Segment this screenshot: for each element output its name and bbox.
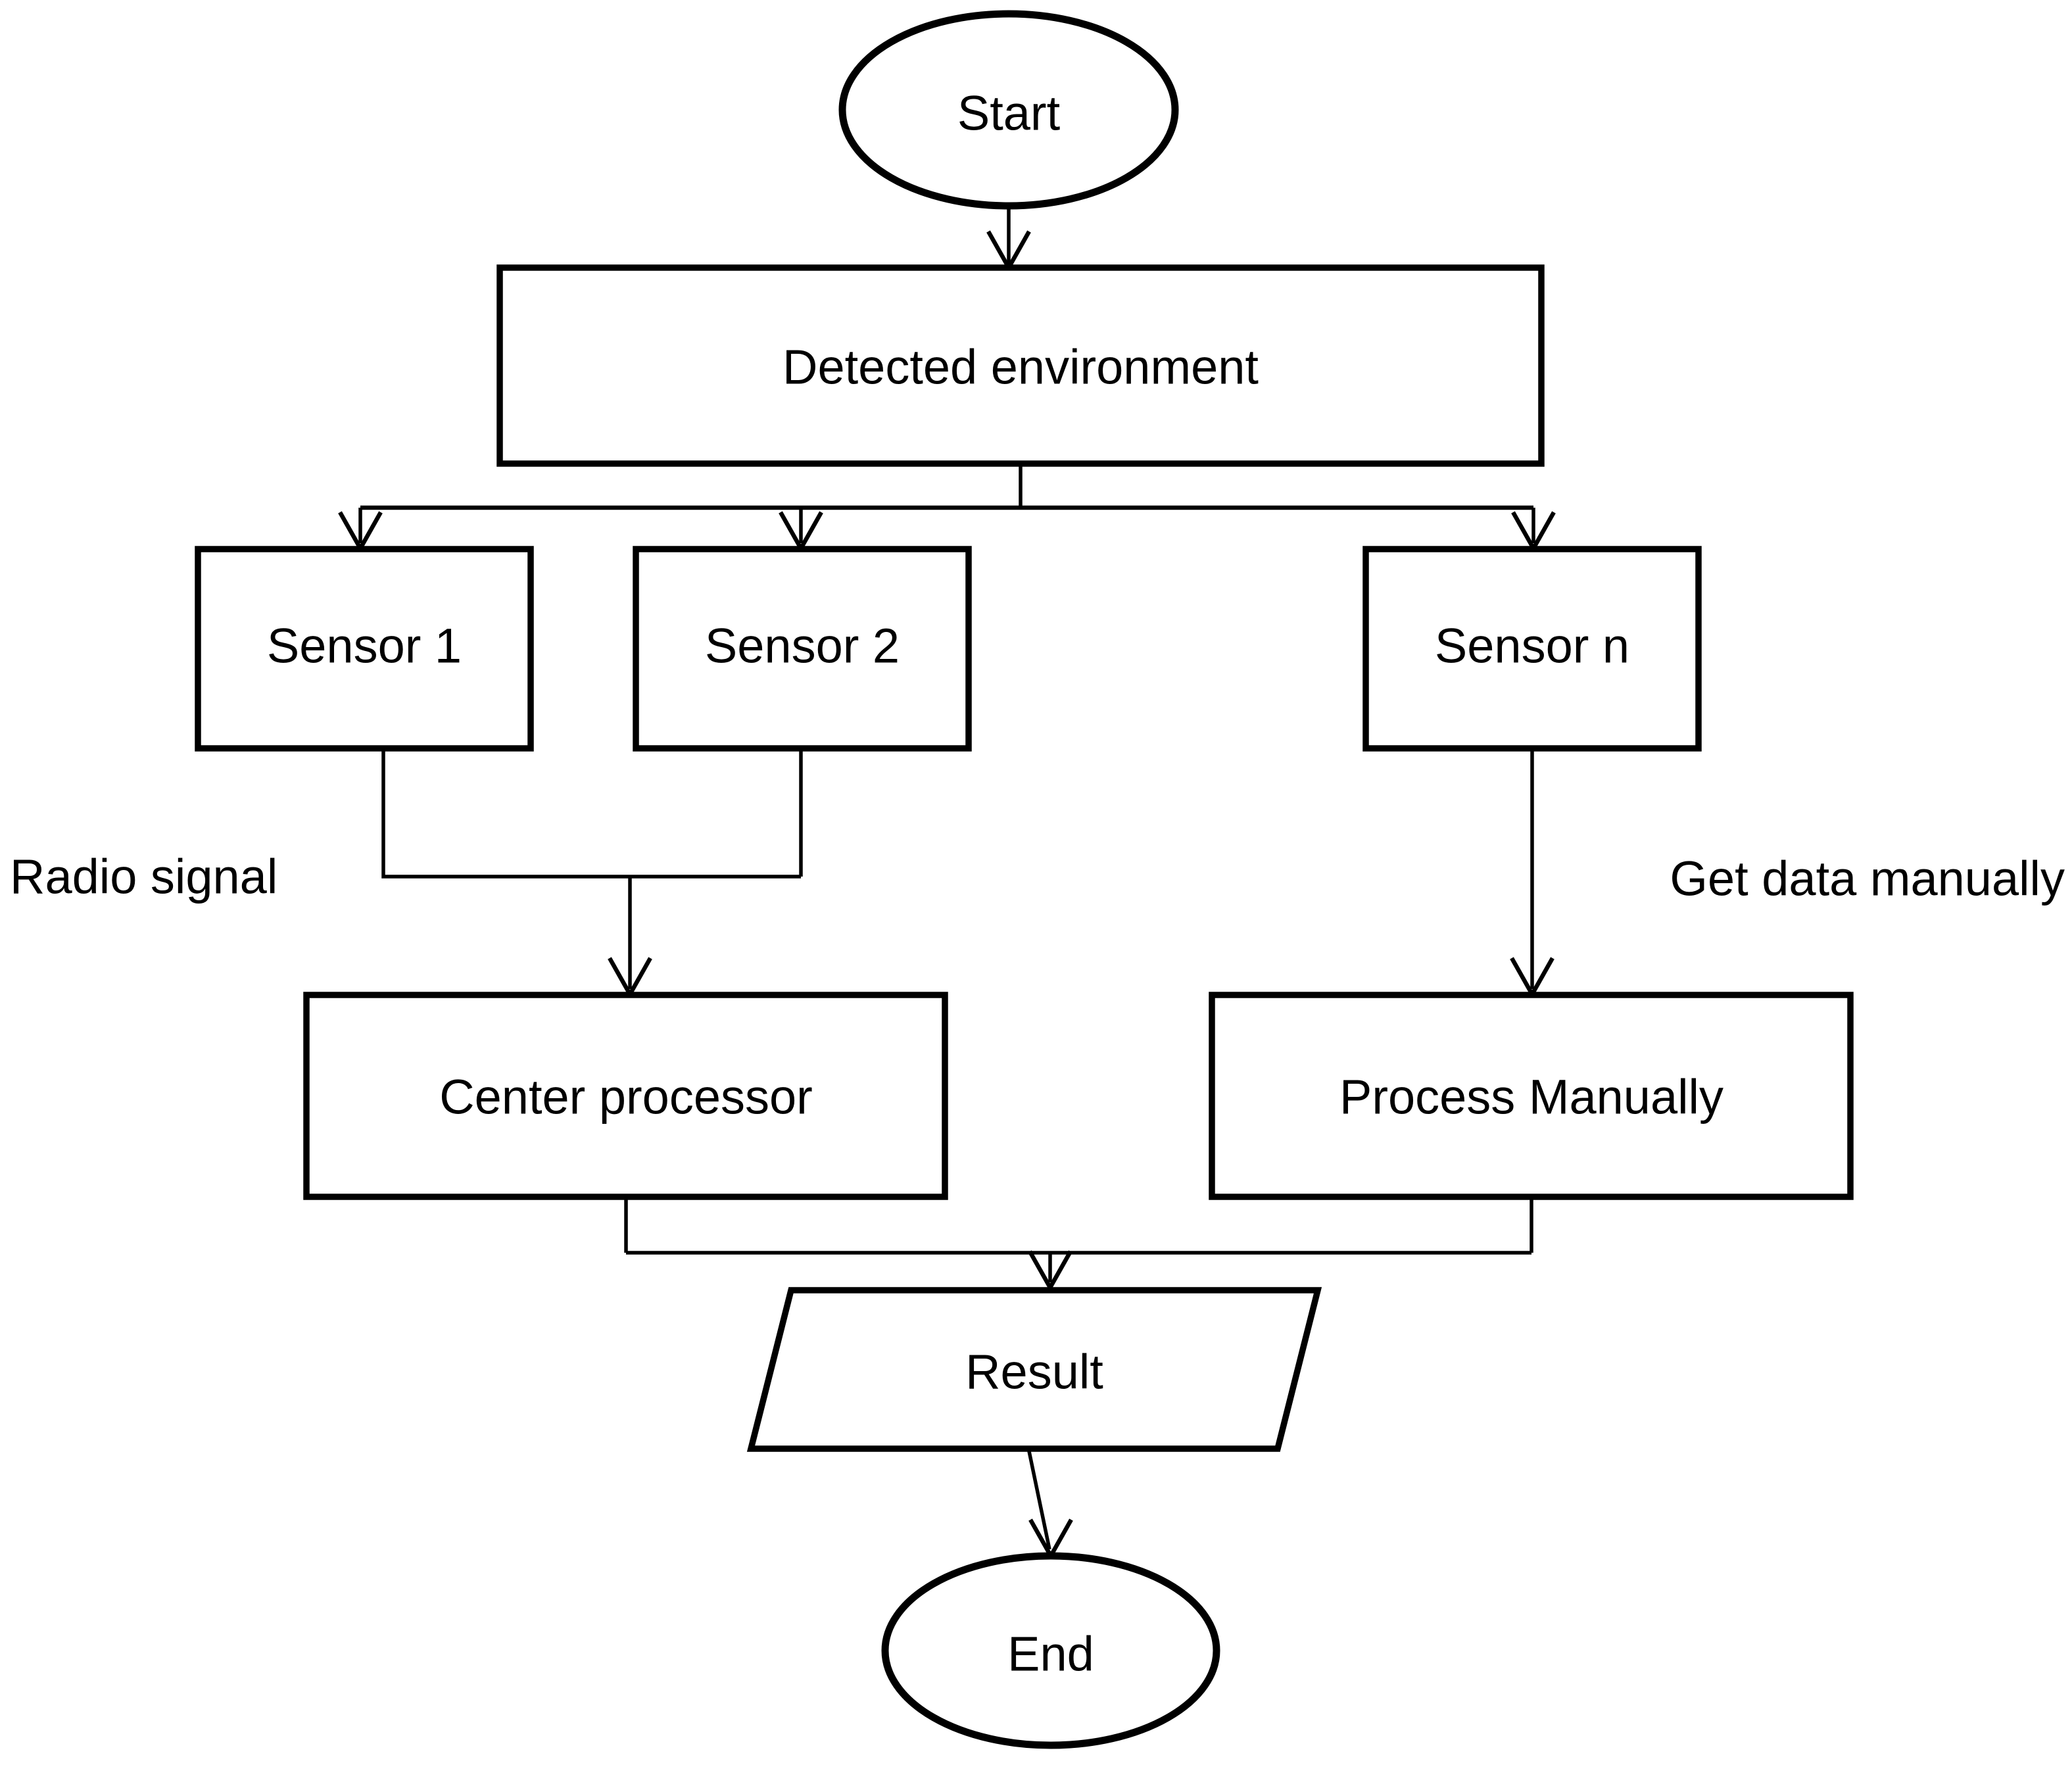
sensor-1-elbow-line bbox=[381, 748, 801, 879]
sensor-n-box bbox=[1362, 546, 1702, 752]
edge-detected-environment-branch bbox=[360, 464, 1533, 510]
node-center-processor: Center processor bbox=[303, 992, 948, 1200]
detected-environment-label: Detected environment bbox=[783, 340, 1259, 395]
edge-sensors-merge-to-center-processor bbox=[381, 748, 803, 999]
edge-processors-merge-to-result bbox=[624, 1197, 1533, 1292]
sensor-2-label: Sensor 2 bbox=[705, 619, 900, 673]
radio-signal-edge-label: Radio signal bbox=[10, 850, 277, 904]
edge-start-to-detected-environment bbox=[986, 206, 1031, 272]
result-label: Result bbox=[965, 1345, 1103, 1399]
node-result: Result bbox=[746, 1287, 1322, 1452]
edge-branch-to-sensor-2 bbox=[779, 508, 823, 553]
edge-result-to-end bbox=[1027, 1451, 1073, 1560]
result-parallelogram bbox=[746, 1287, 1322, 1452]
center-processor-box bbox=[303, 992, 948, 1200]
start-label: Start bbox=[957, 86, 1061, 141]
arrowhead-down-icon bbox=[1028, 1518, 1073, 1560]
node-detected-environment: Detected environment bbox=[496, 264, 1545, 467]
sensor-1-box bbox=[195, 546, 534, 752]
node-end: End bbox=[881, 1552, 1220, 1749]
edge-branch-to-sensor-1 bbox=[338, 508, 383, 553]
sensor-n-label: Sensor n bbox=[1435, 619, 1629, 673]
end-ellipse bbox=[881, 1552, 1220, 1749]
node-sensor-2: Sensor 2 bbox=[633, 546, 972, 752]
node-process-manually: Process Manually bbox=[1209, 992, 1854, 1200]
edge-branch-to-sensor-n bbox=[1511, 508, 1556, 553]
end-label: End bbox=[1007, 1627, 1094, 1681]
node-start: Start bbox=[838, 10, 1179, 210]
start-ellipse bbox=[838, 10, 1179, 210]
process-manually-label: Process Manually bbox=[1339, 1070, 1723, 1124]
edge-sensor-n-to-process-manually bbox=[1510, 748, 1554, 999]
get-data-manually-edge-label: Get data manually bbox=[1670, 852, 2065, 906]
process-manually-box bbox=[1209, 992, 1854, 1200]
sensor-2-box bbox=[633, 546, 972, 752]
node-sensor-1: Sensor 1 bbox=[195, 546, 534, 752]
edge-line bbox=[1027, 1451, 1051, 1550]
sensor-1-label: Sensor 1 bbox=[267, 619, 462, 673]
node-sensor-n: Sensor n bbox=[1362, 546, 1702, 752]
center-processor-label: Center processor bbox=[439, 1070, 813, 1124]
detected-environment-box bbox=[496, 264, 1545, 467]
